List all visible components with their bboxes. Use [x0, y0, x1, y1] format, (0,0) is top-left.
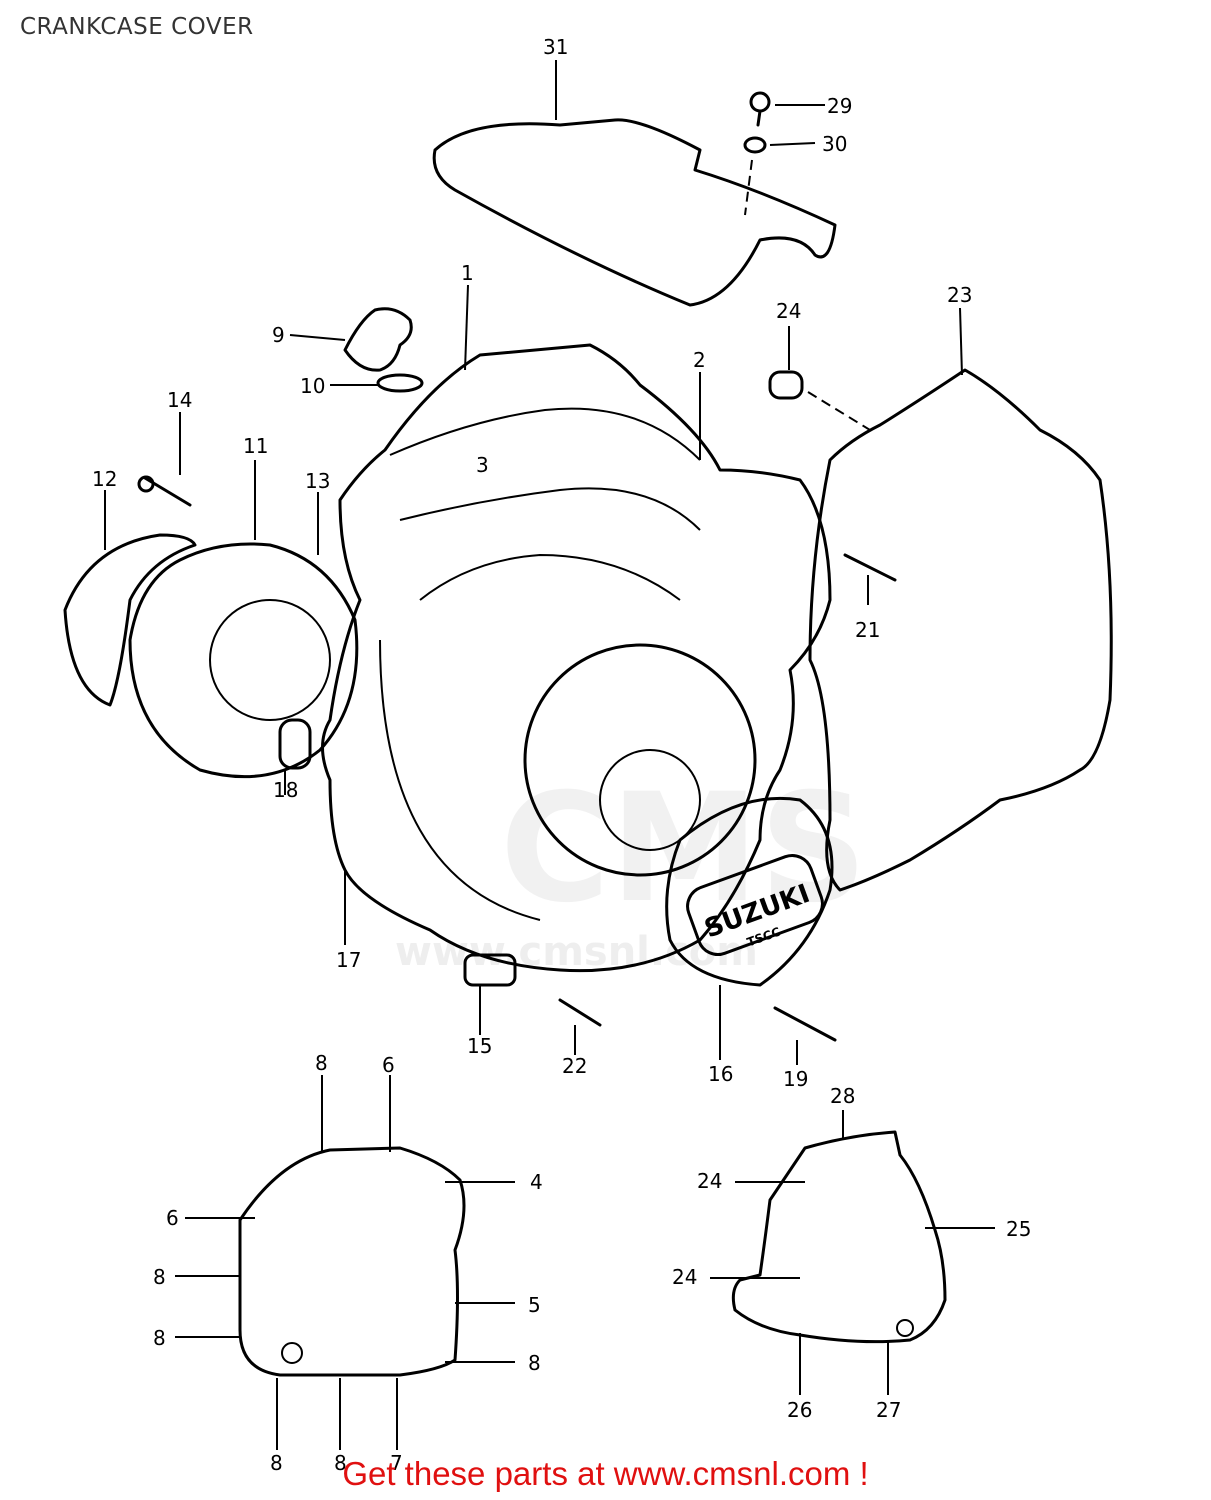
washer-31: [743, 136, 767, 154]
gasket-12: [63, 533, 197, 707]
callout-13: 13: [305, 469, 330, 493]
callout-2: 2: [693, 348, 706, 372]
callout-17: 17: [336, 948, 361, 972]
dowel-23: [768, 370, 804, 400]
dowel-15: [463, 953, 517, 987]
callout-8-bottom1: 8: [270, 1451, 283, 1475]
bolt-19: [773, 1006, 837, 1042]
callout-16: 16: [708, 1062, 733, 1086]
generator-cover: [523, 643, 757, 877]
callout-9: 9: [272, 323, 285, 347]
callout-14: 14: [167, 388, 192, 412]
oil-filler-cap-9: [343, 307, 413, 372]
callout-3: 3: [476, 453, 489, 477]
footer-cta-link[interactable]: Get these parts at www.cmsnl.com !: [342, 1455, 869, 1492]
watermark-logo: CMS: [500, 762, 867, 936]
callout-6-left: 6: [166, 1206, 179, 1230]
clutch-cover-11: [128, 542, 359, 779]
callout-10: 10: [300, 374, 325, 398]
page-title: CRANKCASE COVER: [20, 14, 254, 40]
o-ring-10: [376, 373, 424, 393]
callout-24-top: 24: [697, 1169, 722, 1193]
callout-7: 7: [390, 1451, 403, 1475]
cover-plate-16: [665, 796, 834, 987]
callout-31: 30: [822, 132, 847, 156]
callout-18: 18: [273, 778, 298, 802]
callout-22: 23: [947, 283, 972, 307]
crankcase-cover-body: [321, 343, 832, 973]
callout-8-left2: 8: [153, 1326, 166, 1350]
callout-19: 19: [783, 1067, 808, 1091]
bolt-21: [558, 998, 602, 1027]
callout-24-mid: 24: [672, 1265, 697, 1289]
callout-8-left1: 8: [153, 1265, 166, 1289]
callout-labels: 31 29 30 9 10 1 2 3 14 11 12 13 18 24 23…: [92, 35, 1031, 1475]
callout-30: 29: [827, 94, 852, 118]
bolt-20: [843, 553, 897, 582]
callout-25: 25: [1006, 1217, 1031, 1241]
callout-20: 21: [855, 618, 880, 642]
right-cover-22: [808, 368, 1113, 892]
callout-26: 26: [787, 1398, 812, 1422]
callout-12: 12: [92, 467, 117, 491]
callout-27: 27: [876, 1398, 901, 1422]
dowel-18: [278, 718, 312, 770]
callout-21: 22: [562, 1054, 587, 1078]
callout-8-bottom2: 8: [334, 1451, 347, 1475]
callout-15: 15: [467, 1034, 492, 1058]
callout-6-top: 6: [382, 1053, 395, 1077]
callout-1: 1: [461, 261, 474, 285]
callout-29: 31: [543, 35, 568, 59]
callout-8-right: 8: [528, 1351, 541, 1375]
callout-28: 28: [830, 1084, 855, 1108]
bolt-30: [749, 91, 771, 113]
gasket-detail-right: [731, 1130, 947, 1344]
callout-11: 11: [243, 434, 268, 458]
callout-23: 24: [776, 299, 801, 323]
callout-4: 4: [530, 1170, 543, 1194]
callout-8-top: 8: [315, 1051, 328, 1075]
leader-lines: [104, 60, 995, 1450]
gasket-detail-left: [238, 1146, 466, 1377]
callout-5: 5: [528, 1293, 541, 1317]
top-cover: [432, 118, 837, 307]
